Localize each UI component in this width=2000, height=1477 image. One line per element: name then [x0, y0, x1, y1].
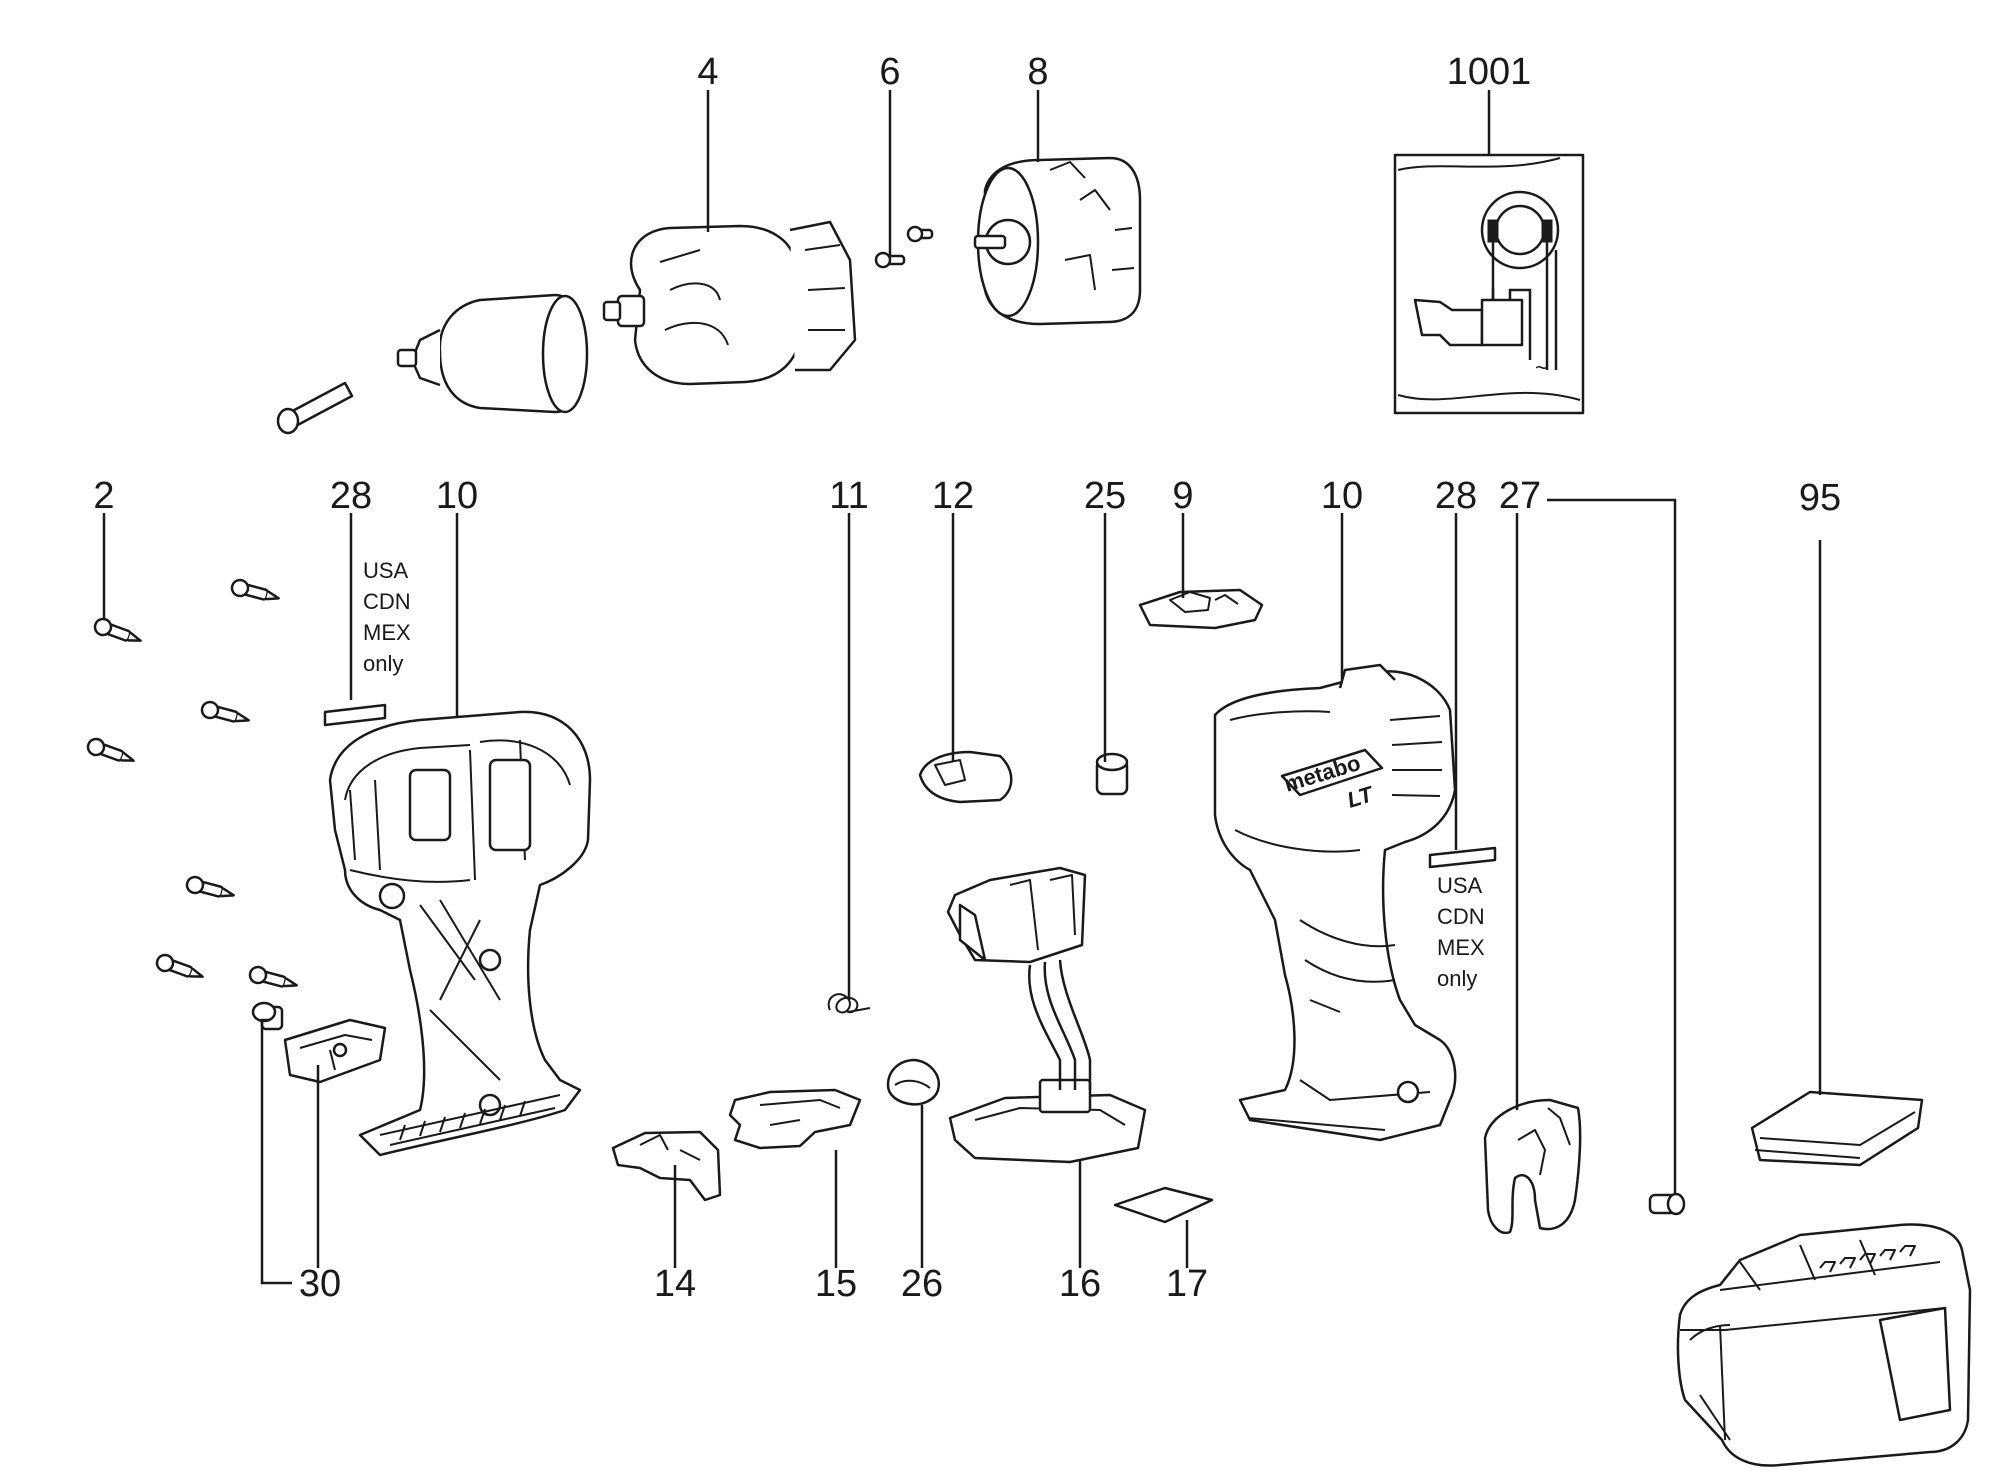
region-note-left-line-4: only — [363, 651, 403, 676]
callout-12: 12 — [932, 475, 974, 517]
part-spring — [827, 993, 871, 1014]
part-screw-bit — [276, 381, 354, 435]
callout-10-right: 10 — [1321, 475, 1363, 517]
part-battery-latch — [611, 1130, 722, 1202]
region-note-left-line-3: MEX — [363, 620, 411, 645]
part-label-right — [1428, 846, 1497, 869]
callout-28-left: 28 — [330, 475, 372, 517]
part-housing-right: metabo LT — [1213, 663, 1457, 1142]
region-note-right-line-2: CDN — [1437, 904, 1485, 929]
callout-16: 16 — [1059, 1263, 1101, 1305]
part-contact-clip — [1750, 1090, 1924, 1167]
callout-1001: 1001 — [1447, 51, 1532, 93]
callout-9: 9 — [1172, 475, 1193, 517]
part-contact-plate — [728, 1088, 862, 1150]
callout-95: 95 — [1799, 477, 1841, 519]
region-note-right: USA CDN MEX only — [1437, 873, 1485, 991]
part-button-cap — [886, 1058, 941, 1106]
part-bushing — [1095, 752, 1129, 796]
part-battery-pack — [1676, 1223, 1972, 1467]
part-motor — [973, 156, 1142, 326]
callout-6: 6 — [879, 51, 900, 93]
callout-26: 26 — [901, 1263, 943, 1305]
callout-28-right: 28 — [1435, 475, 1477, 517]
region-note-left-line-2: CDN — [363, 589, 411, 614]
callout-27: 27 — [1499, 475, 1541, 517]
part-belt-hook-screw — [1648, 1192, 1686, 1216]
callout-10-left: 10 — [436, 475, 478, 517]
callout-17: 17 — [1166, 1263, 1208, 1305]
part-sticker — [1113, 1186, 1214, 1224]
part-housing-left — [328, 710, 592, 1157]
part-label-left — [323, 703, 387, 727]
callout-25: 25 — [1084, 475, 1126, 517]
part-switch-module — [946, 866, 1147, 1164]
region-note-right-line-1: USA — [1437, 873, 1483, 898]
region-note-left-line-1: USA — [363, 558, 409, 583]
callout-15: 15 — [815, 1263, 857, 1305]
svg-text:~: ~ — [1535, 355, 1548, 380]
part-direction-switch — [1138, 588, 1264, 630]
part-bracket-30 — [251, 1001, 387, 1084]
part-wiring-schematic: ~ — [1393, 153, 1585, 415]
callout-14: 14 — [654, 1263, 696, 1305]
region-note-left: USA CDN MEX only — [363, 558, 411, 676]
part-belt-hook — [1483, 1098, 1582, 1235]
leader-lines — [102, 90, 1822, 1285]
callout-30: 30 — [299, 1263, 341, 1305]
part-housing-screws — [86, 578, 298, 988]
region-note-right-line-4: only — [1437, 966, 1477, 991]
part-motor-screws — [874, 225, 934, 269]
callout-2: 2 — [93, 475, 114, 517]
callout-8: 8 — [1027, 51, 1048, 93]
callout-11: 11 — [829, 475, 868, 517]
part-gearbox — [602, 220, 857, 386]
callout-labels: 4 6 8 1001 2 28 10 11 12 25 9 10 28 27 9… — [93, 51, 1841, 1305]
part-chuck — [396, 293, 589, 414]
part-slider-cap — [918, 750, 1013, 804]
region-note-right-line-3: MEX — [1437, 935, 1485, 960]
callout-4: 4 — [697, 51, 718, 93]
